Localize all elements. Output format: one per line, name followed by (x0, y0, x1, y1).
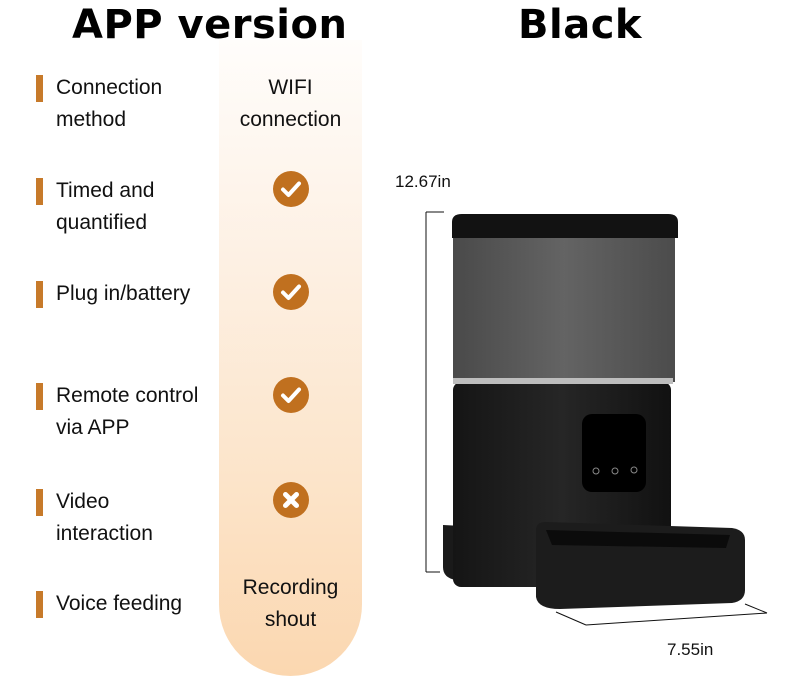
app-version-column (219, 40, 362, 676)
check-icon (273, 274, 309, 310)
camera-panel (582, 414, 646, 492)
feature-bullet (36, 75, 43, 102)
feature-bullet (36, 489, 43, 516)
height-label: 12.67in (395, 172, 451, 191)
feature-bullet (36, 281, 43, 308)
width-label: 7.55in (667, 640, 714, 659)
feature-bullet (36, 178, 43, 205)
check-icon (273, 171, 309, 207)
panel-button-icon (611, 467, 619, 475)
width-dimension-line (555, 603, 768, 626)
feature-bullet (36, 383, 43, 410)
silver-ring (453, 378, 673, 384)
panel-button-icon (630, 466, 638, 474)
panel-button-icon (592, 467, 600, 475)
check-icon (273, 377, 309, 413)
feeder-lid (452, 214, 678, 238)
black-color-header: Black (518, 2, 643, 48)
height-dimension-line (425, 211, 444, 573)
cross-icon (273, 482, 309, 518)
feature-label: Connection (56, 76, 163, 99)
feature-bullet (36, 591, 43, 618)
food-hopper (453, 232, 675, 382)
